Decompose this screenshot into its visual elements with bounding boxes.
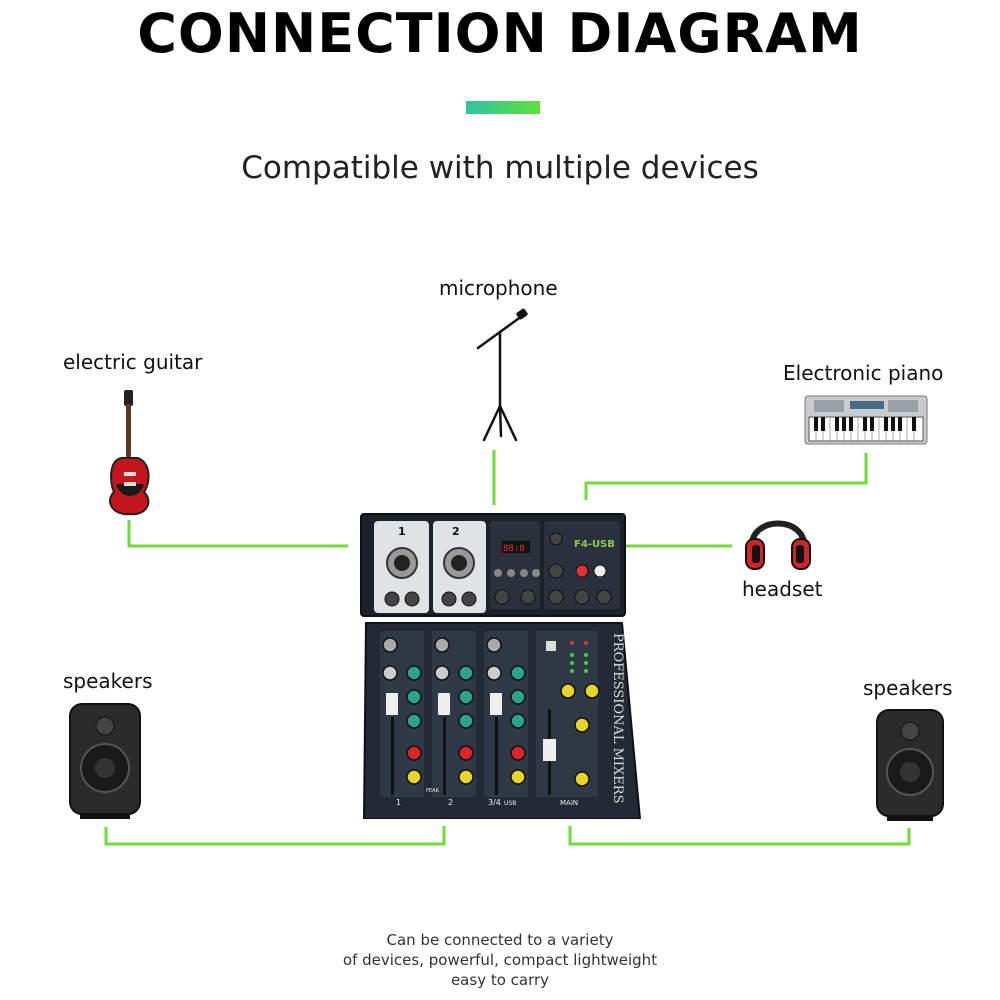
mixer-usb-label: USB (504, 800, 516, 807)
mixer-channel-1-top: 1 (398, 525, 406, 538)
wire-speaker-right (568, 826, 911, 846)
label-microphone: microphone (439, 276, 558, 300)
mixer-model-label: F4-USB (574, 539, 615, 550)
subtitle: Compatible with multiple devices (241, 150, 759, 186)
label-speakers-left: speakers (63, 669, 153, 693)
wire-speaker-left (104, 826, 446, 846)
label-electronic-piano: Electronic piano (783, 361, 944, 385)
speaker-right-icon (876, 709, 944, 821)
caption-line-2: of devices, powerful, compact lightweigh… (342, 951, 658, 969)
microphone-icon (476, 308, 528, 442)
mixer-channel-1-label: 1 (396, 798, 401, 807)
caption-line-3: easy to carry (450, 971, 550, 989)
mixer-brand-text: PROFESSIONAL MIXERS (610, 633, 625, 804)
caption-line-1: Can be connected to a variety (386, 931, 614, 949)
wire-guitar (127, 520, 348, 548)
page-title: CONNECTION DIAGRAM (137, 2, 863, 65)
mixer-channel-2-top: 2 (452, 525, 460, 538)
mixer-main-label: MAIN (560, 799, 578, 807)
label-electric-guitar: electric guitar (63, 350, 203, 374)
wire-piano (584, 453, 868, 500)
mixer-channel-34-label: 3/4 (488, 798, 501, 807)
caption: Can be connected to a variety of devices… (330, 930, 670, 990)
label-headset: headset (742, 577, 823, 601)
title-accent-bar (466, 101, 540, 114)
svg-text:88:8: 88:8 (503, 544, 525, 554)
headset-icon (745, 520, 811, 570)
label-speakers-right: speakers (863, 676, 953, 700)
speaker-left-icon (69, 703, 141, 819)
audio-mixer: 1 2 88:8 F4-USB 1 2 3/4 USB PEAK (360, 513, 642, 819)
electric-guitar-icon (109, 390, 150, 516)
mixer-channel-2-label: 2 (448, 798, 453, 807)
electronic-piano-icon (804, 395, 928, 445)
mixer-peak-label: PEAK (426, 788, 440, 794)
